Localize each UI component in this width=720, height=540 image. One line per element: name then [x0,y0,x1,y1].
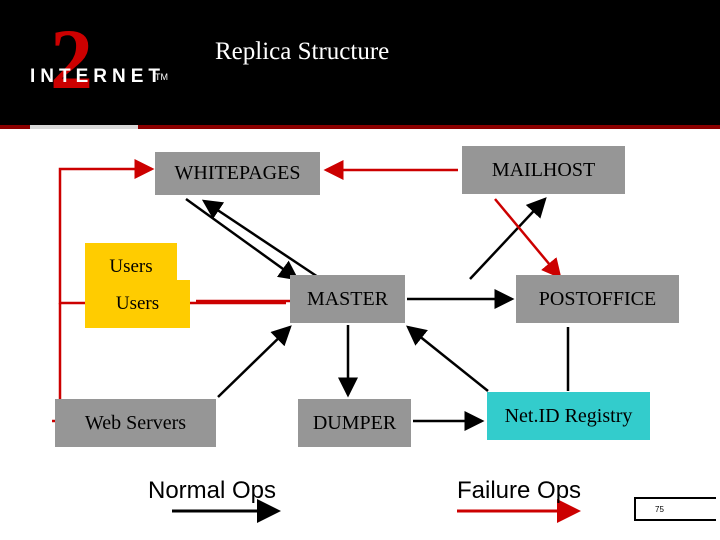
logo-numeral: 2 [50,11,93,107]
node-postoffice-label: POSTOFFICE [538,287,657,310]
node-web-servers[interactable]: Web Servers [55,399,216,447]
edge-postoffice-mailhost [469,197,547,280]
node-whitepages[interactable]: WHITEPAGES [155,152,320,195]
node-dumper[interactable]: DUMPER [298,399,411,447]
node-postoffice[interactable]: POSTOFFICE [516,275,679,323]
logo-wordmark: INTERNET [30,66,165,87]
edge-whitepages-master [185,197,300,281]
node-netid-registry[interactable]: Net.ID Registry [487,392,650,440]
logo-trademark-icon: TM [155,72,168,82]
edge-webservers-master [217,325,292,398]
node-mailhost[interactable]: MAILHOST [462,146,625,194]
edge-netid-master [406,325,489,392]
slide-header-bar: 2 INTERNET TM Replica Structure [0,0,720,125]
legend-normal-ops: Normal Ops [148,477,277,504]
diagram-connectors [52,159,581,523]
diagram-canvas: WHITEPAGES MAILHOST Users Users MASTER P… [0,129,720,540]
node-mailhost-label: MAILHOST [491,158,596,181]
edge-master-whitepages [201,199,319,279]
node-master-label: MASTER [306,287,389,310]
header-divider-accent [30,125,138,129]
node-master[interactable]: MASTER [290,275,405,323]
legend-failure-ops: Failure Ops [457,477,582,504]
page-number-frame [634,497,716,521]
internet2-logo: 2 INTERNET TM [22,16,192,102]
header-divider [0,125,720,129]
node-netid-registry-label: Net.ID Registry [504,404,633,427]
edge-mailhost-postoffice [494,198,562,279]
page-title: Replica Structure [215,38,390,65]
node-whitepages-label: WHITEPAGES [174,162,301,184]
node-users-2[interactable]: Users [85,280,190,328]
node-dumper-label: DUMPER [312,411,397,434]
node-users-2-label: Users [115,293,160,314]
node-web-servers-label: Web Servers [84,411,187,434]
page-number: 75 [655,505,664,514]
node-users-1-label: Users [109,256,153,277]
